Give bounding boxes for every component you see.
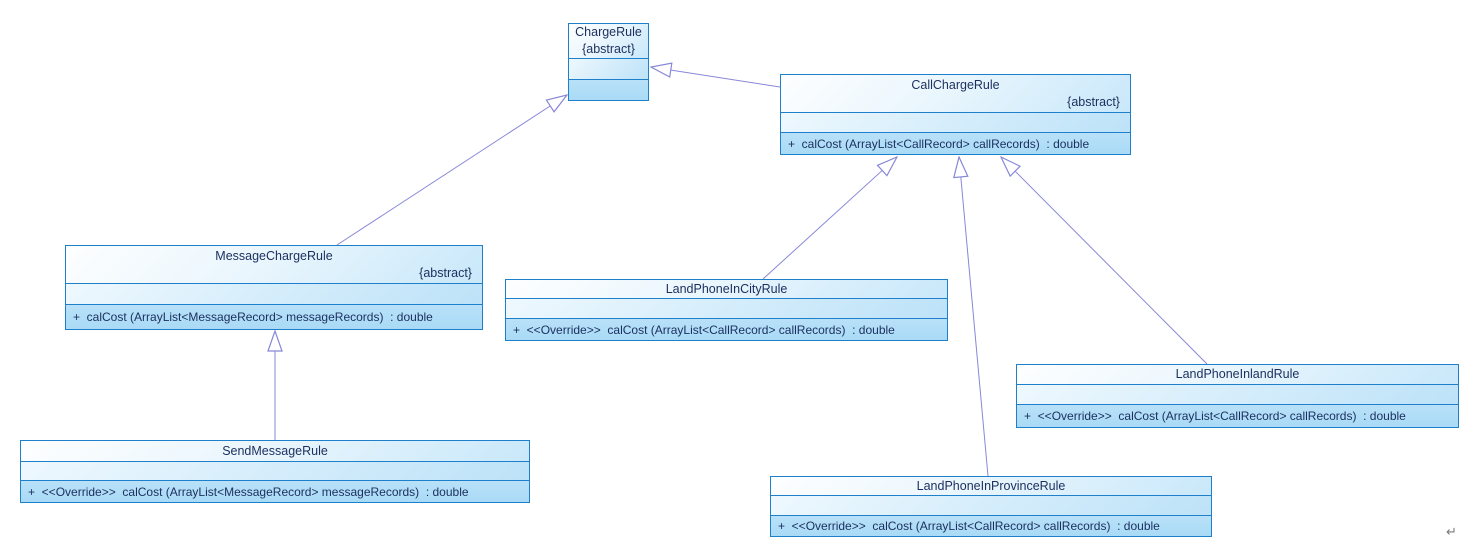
methods-compartment: + <<Override>> calCost (ArrayList<CallRe… [1017, 405, 1458, 427]
method-label: + calCost (ArrayList<CallRecord> callRec… [788, 136, 1090, 151]
method-label: + <<Override>> calCost (ArrayList<CallRe… [778, 519, 1160, 533]
attributes-compartment [771, 496, 1211, 516]
class-stereotype: {abstract} [582, 42, 635, 56]
class-box-landphoneincityrule[interactable]: LandPhoneInCityRule + <<Override>> calCo… [505, 279, 948, 341]
method-label: + <<Override>> calCost (ArrayList<CallRe… [1024, 409, 1406, 423]
methods-compartment: + calCost (ArrayList<MessageRecord> mess… [66, 305, 482, 329]
method-label: + <<Override>> calCost (ArrayList<Messag… [28, 484, 469, 499]
attributes-compartment [506, 299, 947, 319]
class-stereotype: {abstract} [1067, 94, 1120, 109]
attributes-compartment [781, 113, 1130, 133]
methods-compartment [569, 80, 648, 100]
inheritance-arrow-landphoneinlandrule-to-callchargerule[interactable] [1001, 157, 1208, 365]
class-title-compartment: MessageChargeRule {abstract} [66, 246, 482, 284]
class-box-callchargerule[interactable]: CallChargeRule {abstract} + calCost (Arr… [780, 74, 1131, 155]
return-mark: ↵ [1446, 524, 1457, 539]
attributes-compartment [1017, 385, 1458, 405]
class-name: LandPhoneInCityRule [665, 281, 788, 296]
methods-compartment: + calCost (ArrayList<CallRecord> callRec… [781, 133, 1130, 154]
inheritance-arrow-landphoneincityrule-to-callchargerule[interactable] [762, 157, 897, 280]
attributes-compartment [21, 462, 529, 481]
class-box-sendmessagerule[interactable]: SendMessageRule + <<Override>> calCost (… [20, 440, 530, 503]
methods-compartment: + <<Override>> calCost (ArrayList<CallRe… [506, 319, 947, 340]
class-title-compartment: ChargeRule {abstract} [569, 24, 648, 59]
class-title-compartment: LandPhoneInCityRule [506, 280, 947, 299]
class-box-landphoneinprovincerule[interactable]: LandPhoneInProvinceRule + <<Override>> c… [770, 476, 1212, 537]
methods-compartment: + <<Override>> calCost (ArrayList<CallRe… [771, 516, 1211, 536]
class-name: LandPhoneInProvinceRule [916, 478, 1066, 493]
class-name: CallChargeRule [911, 77, 1000, 92]
method-label: + <<Override>> calCost (ArrayList<CallRe… [513, 322, 895, 337]
class-title-compartment: LandPhoneInProvinceRule [771, 477, 1211, 496]
class-box-chargerule[interactable]: ChargeRule {abstract} [568, 23, 649, 101]
attributes-compartment [66, 284, 482, 305]
method-label: + calCost (ArrayList<MessageRecord> mess… [73, 310, 433, 324]
class-name: LandPhoneInlandRule [1175, 367, 1300, 381]
class-name: ChargeRule [575, 25, 642, 39]
attributes-compartment [569, 59, 648, 80]
class-name: SendMessageRule [222, 443, 328, 458]
class-name: MessageChargeRule [215, 248, 333, 263]
class-box-landphoneinlandrule[interactable]: LandPhoneInlandRule + <<Override>> calCo… [1016, 364, 1459, 428]
class-box-messagechargerule[interactable]: MessageChargeRule {abstract} + calCost (… [65, 245, 483, 330]
class-title-compartment: SendMessageRule [21, 441, 529, 462]
inheritance-arrow-messagechargerule-to-chargerule[interactable] [336, 95, 567, 246]
methods-compartment: + <<Override>> calCost (ArrayList<Messag… [21, 481, 529, 502]
class-title-compartment: CallChargeRule {abstract} [781, 75, 1130, 113]
class-stereotype: {abstract} [419, 265, 472, 280]
class-title-compartment: LandPhoneInlandRule [1017, 365, 1458, 385]
inheritance-arrow-landphoneinprovincerule-to-callchargerule[interactable] [959, 157, 989, 477]
inheritance-arrow-callchargerule-to-chargerule[interactable] [651, 67, 781, 88]
